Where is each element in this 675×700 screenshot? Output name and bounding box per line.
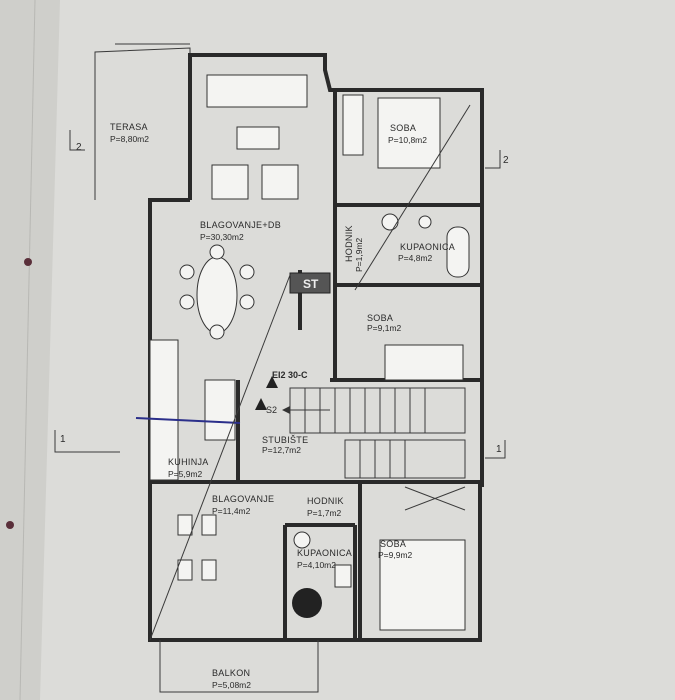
outer-walls: [148, 53, 484, 642]
hodnik-2-name: HODNIK: [307, 496, 344, 506]
kitchen-counters: [149, 74, 308, 481]
paper-shading: [0, 0, 60, 700]
blagovanje-db-name: BLAGOVANJE+DB: [200, 220, 281, 230]
s2-label: S2: [266, 405, 277, 415]
blagovanje-name: BLAGOVANJE: [212, 494, 274, 504]
balkon-name: BALKON: [212, 668, 250, 678]
soba-1-area: P=10,8m2: [388, 135, 427, 145]
soba-3-name: SOBA: [380, 539, 406, 549]
soba-1-name: SOBA: [390, 123, 416, 133]
diagonal-lines: [149, 104, 471, 641]
room-labels: TERASA P=8,80m2 BLAGOVANJE+DB P=30,30m2 …: [110, 122, 455, 690]
terasa-area: P=8,80m2: [110, 134, 149, 144]
balkon-outline: [159, 640, 319, 693]
soba-3-area: P=9,9m2: [378, 550, 413, 560]
soba-2-area: P=9,1m2: [367, 323, 402, 333]
balkon-area: P=5,08m2: [212, 680, 251, 690]
blagovanje-db-area: P=30,30m2: [200, 232, 244, 242]
bathroom-2-fixtures: [292, 531, 352, 618]
kupaonica-2-area: P=4,10m2: [297, 560, 336, 570]
kuhinja-name: KUHINJA: [168, 457, 209, 467]
st-shaft: ST: [289, 272, 331, 294]
stairs: [282, 387, 466, 479]
stubiste-name: STUBIŠTE: [262, 435, 308, 445]
dining-table-main: [179, 126, 299, 340]
dining-table-lower: [177, 514, 217, 581]
kupaonica-1-name: KUPAONICA: [400, 242, 455, 252]
st-label: ST: [303, 277, 319, 291]
stubiste-area: P=12,7m2: [262, 445, 301, 455]
hodnik-1-name: HODNIK: [344, 225, 354, 262]
terasa-name: TERASA: [110, 122, 148, 132]
section-mark-left-1: 1: [60, 434, 66, 445]
bathroom-1-fixtures: [342, 94, 470, 278]
section-highlight-line: [135, 417, 241, 424]
section-mark-right-2: 2: [503, 155, 509, 166]
hodnik-2-area: P=1,7m2: [307, 508, 342, 518]
section-mark-left-2: 2: [76, 142, 82, 153]
beds: [377, 97, 466, 631]
blagovanje-area: P=11,4m2: [212, 506, 251, 516]
section-mark-right-1: 1: [496, 444, 502, 455]
kupaonica-1-area: P=4,8m2: [398, 253, 433, 263]
binder-hole-2: [6, 521, 14, 529]
fire-door-mark: EI2 30-C S2: [255, 370, 308, 415]
hodnik-1-area: P=1,9m2: [354, 237, 364, 272]
kuhinja-area: P=5,9m2: [168, 469, 203, 479]
soba-2-name: SOBA: [367, 313, 393, 323]
binder-hole-1: [24, 258, 32, 266]
paper-fold-line: [19, 0, 36, 700]
kupaonica-2-name: KUPAONICA: [297, 548, 352, 558]
section-marks: 2 2 1 1: [54, 130, 509, 459]
ei-label: EI2 30-C: [272, 370, 308, 380]
